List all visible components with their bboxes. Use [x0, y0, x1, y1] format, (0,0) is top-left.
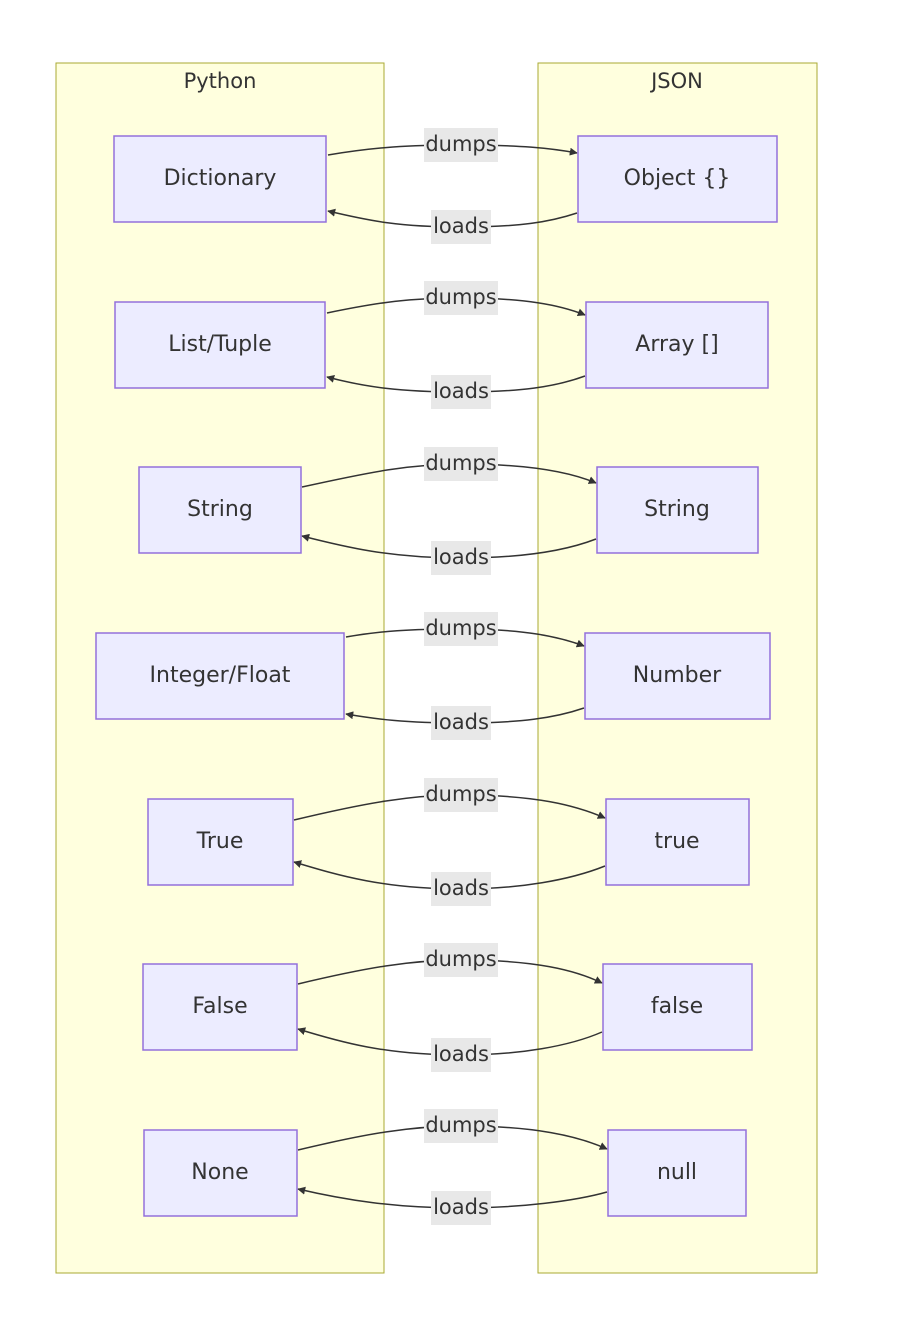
edge-label-dumps: dumps [424, 281, 498, 315]
svg-text:true: true [654, 829, 699, 854]
svg-text:loads: loads [433, 710, 489, 734]
svg-text:Number: Number [633, 663, 722, 688]
svg-text:null: null [657, 1160, 697, 1185]
svg-text:loads: loads [433, 545, 489, 569]
edge-label-loads: loads [431, 210, 491, 244]
svg-text:False: False [192, 994, 247, 1019]
svg-text:dumps: dumps [425, 782, 496, 806]
edge-label-loads: loads [431, 706, 491, 740]
edge-label-loads: loads [431, 1191, 491, 1225]
svg-text:Dictionary: Dictionary [164, 166, 277, 191]
svg-text:false: false [651, 994, 703, 1019]
edge-label-loads: loads [431, 541, 491, 575]
svg-text:loads: loads [433, 379, 489, 403]
node-python-string: String [138, 466, 302, 554]
node-number: Number [584, 632, 771, 720]
svg-text:dumps: dumps [425, 616, 496, 640]
svg-text:Array []: Array [] [635, 332, 718, 357]
node-json-false: false [602, 963, 753, 1051]
node-array: Array [] [585, 301, 769, 389]
svg-text:loads: loads [433, 1042, 489, 1066]
svg-text:Integer/Float: Integer/Float [150, 663, 291, 688]
node-integer-float: Integer/Float [95, 632, 345, 720]
edge-label-dumps: dumps [424, 1109, 498, 1143]
svg-text:dumps: dumps [425, 132, 496, 156]
svg-text:Object {}: Object {} [624, 166, 731, 191]
node-object: Object {} [577, 135, 778, 223]
edge-label-dumps: dumps [424, 778, 498, 812]
node-python-false: False [142, 963, 298, 1051]
node-dictionary: Dictionary [113, 135, 327, 223]
svg-text:loads: loads [433, 214, 489, 238]
node-json-string: String [596, 466, 759, 554]
edge-label-dumps: dumps [424, 612, 498, 646]
svg-text:dumps: dumps [425, 451, 496, 475]
svg-text:dumps: dumps [425, 1113, 496, 1137]
svg-text:dumps: dumps [425, 285, 496, 309]
svg-text:String: String [644, 497, 710, 522]
svg-text:loads: loads [433, 876, 489, 900]
svg-text:String: String [187, 497, 253, 522]
python-nodes: Dictionary List/Tuple String Integer/Flo… [95, 135, 345, 1217]
edges-layer: dumps loads dumps loads dumps loads [293, 128, 608, 1225]
edge-label-loads: loads [431, 1038, 491, 1072]
edge-label-dumps: dumps [424, 447, 498, 481]
edge-label-dumps: dumps [424, 943, 498, 977]
python-cluster-title: Python [184, 69, 257, 93]
svg-text:None: None [191, 1160, 248, 1185]
edge-label-loads: loads [431, 872, 491, 906]
node-list-tuple: List/Tuple [114, 301, 326, 389]
svg-text:loads: loads [433, 1195, 489, 1219]
json-cluster-title: JSON [649, 69, 703, 93]
node-python-true: True [147, 798, 294, 886]
node-json-null: null [607, 1129, 747, 1217]
svg-text:dumps: dumps [425, 947, 496, 971]
node-python-none: None [143, 1129, 298, 1217]
node-json-true: true [605, 798, 750, 886]
edge-label-dumps: dumps [424, 128, 498, 162]
svg-text:True: True [196, 829, 244, 854]
svg-text:List/Tuple: List/Tuple [168, 332, 272, 357]
json-nodes: Object {} Array [] String Number true fa… [577, 135, 778, 1217]
edge-label-loads: loads [431, 375, 491, 409]
